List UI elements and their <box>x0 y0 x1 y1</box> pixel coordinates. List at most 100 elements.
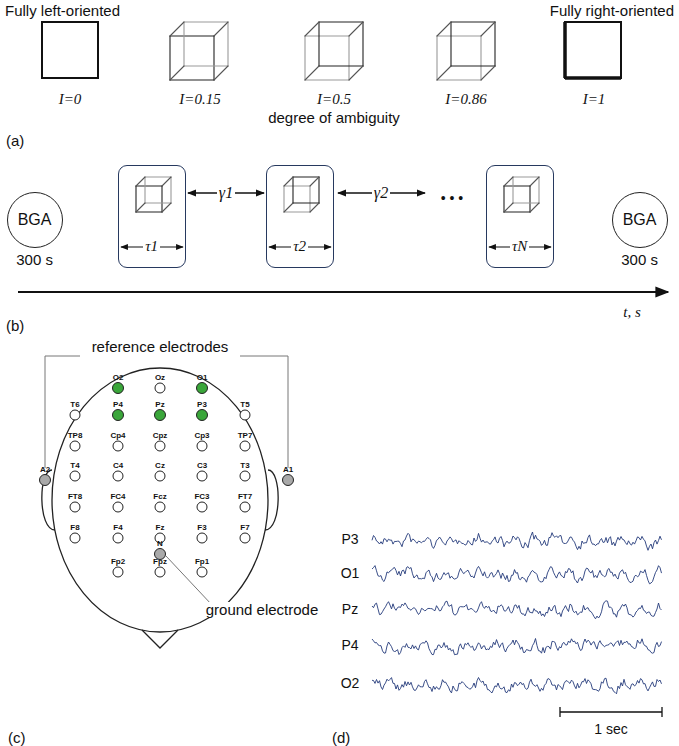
electrode-name: P3 <box>197 401 207 410</box>
electrode-name: F8 <box>70 524 79 533</box>
baseline-circle: BGA300 s <box>612 192 668 248</box>
channel-name: O2 <box>341 676 360 691</box>
cube-icon <box>284 177 319 212</box>
electrode-dot <box>40 475 51 486</box>
eeg-trace <box>372 601 662 619</box>
channel-name: P3 <box>341 532 358 547</box>
electrode-name: C3 <box>197 462 207 471</box>
electrode-dot <box>113 410 124 421</box>
electrode-name: O2 <box>113 374 124 383</box>
eeg-trace <box>372 678 662 694</box>
eeg-trace <box>372 532 662 550</box>
electrode-dot <box>70 441 80 451</box>
electrode-dot <box>240 502 250 512</box>
electrode-dot <box>197 567 207 577</box>
electrode-dot <box>70 410 80 420</box>
electrode-name: A1 <box>283 466 293 475</box>
panel-letter: (d) <box>332 730 350 746</box>
electrode-name: TP8 <box>68 432 83 441</box>
duration-label: τN <box>510 238 529 255</box>
electrode-name: Fcz <box>153 493 166 502</box>
electrode-dot <box>240 533 250 543</box>
electrode-name: Cp3 <box>194 432 209 441</box>
ambiguity-value: I=0 <box>59 91 82 108</box>
ambiguity-value: I=0.86 <box>445 91 486 108</box>
electrode-name: T4 <box>70 462 79 471</box>
duration-label: τ1 <box>143 238 160 255</box>
panel-letter: (b) <box>6 318 24 335</box>
electrode-name: T3 <box>240 462 249 471</box>
ellipsis: • • • <box>441 191 463 206</box>
electrode-dot <box>240 471 250 481</box>
electrode-dot <box>113 441 123 451</box>
ambiguity-value: I=1 <box>583 91 606 108</box>
electrode-dot <box>155 410 166 421</box>
ambiguity-value: I=0.15 <box>179 91 220 108</box>
electrode-dot <box>240 441 250 451</box>
channel-name: P4 <box>341 638 358 653</box>
electrode-name: Cpz <box>153 432 168 441</box>
electrode-dot <box>283 475 294 486</box>
heading: Fully right-oriented <box>550 3 674 20</box>
channel-name: Pz <box>342 602 358 617</box>
electrode-dot <box>197 441 207 451</box>
electrode-name: Cz <box>155 462 165 471</box>
electrode-name: FC3 <box>194 493 209 502</box>
axis-label: t, s <box>623 304 641 321</box>
electrode-dot <box>70 533 80 543</box>
electrode-name: Cp4 <box>110 432 125 441</box>
electrode-dot <box>155 567 165 577</box>
electrode-dot <box>155 502 165 512</box>
electrode-name: FC4 <box>110 493 125 502</box>
duration-label: τ2 <box>291 238 308 255</box>
electrode-name: A2 <box>40 466 50 475</box>
baseline-circle: BGA300 s <box>7 192 63 248</box>
electrode-name: F3 <box>197 524 206 533</box>
cube-icon <box>504 177 539 212</box>
electrode-dot <box>155 471 165 481</box>
channel-name: O1 <box>341 566 360 581</box>
electrode-dot <box>197 502 207 512</box>
electrode-name: FT7 <box>238 493 252 502</box>
electrode-dot <box>113 502 123 512</box>
electrode-name: Pz <box>155 401 164 410</box>
electrode-dot <box>70 471 80 481</box>
electrode-dot <box>113 471 123 481</box>
edge-label: γ2 <box>372 184 390 202</box>
duration-label: 300 s <box>621 252 658 269</box>
heading: Fully left-oriented <box>5 3 120 20</box>
electrode-name: C4 <box>113 462 123 471</box>
scale-label: 1 sec <box>594 722 627 737</box>
electrode-name: N <box>157 540 163 549</box>
electrode-name: F7 <box>240 524 249 533</box>
callout-label: ground electrode <box>204 602 321 619</box>
electrode-dot <box>113 567 123 577</box>
cube-icon <box>136 177 171 212</box>
ambiguity-value: I=0.5 <box>317 91 351 108</box>
stimulus-box: τN <box>486 165 554 268</box>
stimulus-box: τ2 <box>266 165 334 268</box>
electrode-name: FT8 <box>68 493 82 502</box>
circle-label: BGA <box>623 211 657 229</box>
electrode-dot <box>197 410 208 421</box>
electrode-name: T5 <box>240 401 249 410</box>
stimulus-box: τ1 <box>118 165 186 268</box>
electrode-name: O1 <box>197 374 208 383</box>
eeg-trace <box>372 566 662 584</box>
electrode-name: Fz <box>156 524 165 533</box>
panel-letter: (a) <box>6 133 24 150</box>
electrode-dot <box>155 383 165 393</box>
electrode-dot <box>197 533 207 543</box>
electrode-dot <box>70 502 80 512</box>
electrode-dot <box>155 441 165 451</box>
electrode-name: Fp1 <box>195 558 209 567</box>
duration-label: 300 s <box>16 252 53 269</box>
electrode-name: T6 <box>70 401 79 410</box>
electrode-name: Fpz <box>153 558 167 567</box>
electrode-name: P4 <box>113 401 123 410</box>
edge-label: γ1 <box>217 184 235 202</box>
panel-letter: (c) <box>8 730 26 746</box>
electrode-name: F4 <box>113 524 122 533</box>
electrode-dot <box>113 533 123 543</box>
